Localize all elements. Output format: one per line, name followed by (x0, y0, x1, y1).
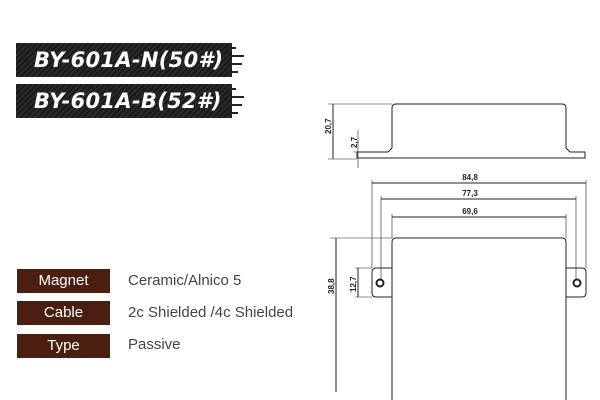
spec-value-type: Passive (128, 336, 181, 353)
body-outline (391, 237, 567, 400)
spec-label-cable: Cable (17, 301, 110, 325)
spec-value-magnet: Ceramic/Alnico 5 (128, 272, 242, 289)
dim-flange-label: 2,7 (350, 136, 359, 148)
spec-value-cable: 2c Shielded /4c Shielded (128, 304, 294, 321)
side-view-outline (356, 103, 586, 159)
dim-mount-spacing-label: 77,3 (462, 189, 478, 198)
banner-stripes-decoration (226, 43, 246, 77)
dim-body-length-label: 38,8 (327, 278, 336, 294)
left-ear (371, 267, 392, 298)
model-banner-n: BY-601A-N(50#) (16, 43, 232, 77)
top-view (330, 180, 587, 400)
left-mount-hole (375, 278, 385, 288)
dim-height-label: 20,7 (324, 118, 333, 134)
dim-ear-width-label: 12,7 (349, 276, 358, 292)
dim-overall-width-label: 84,8 (462, 173, 478, 182)
model-banner-b: BY-601A-B(52#) (16, 84, 232, 118)
right-mount-hole (572, 278, 582, 288)
dim-body-width-label: 69,6 (462, 207, 478, 216)
spec-label-magnet: Magnet (17, 269, 110, 293)
right-ear (566, 267, 587, 298)
spec-label-type: Type (17, 334, 110, 358)
banner-stripes-decoration (226, 84, 246, 118)
side-view (328, 103, 586, 168)
